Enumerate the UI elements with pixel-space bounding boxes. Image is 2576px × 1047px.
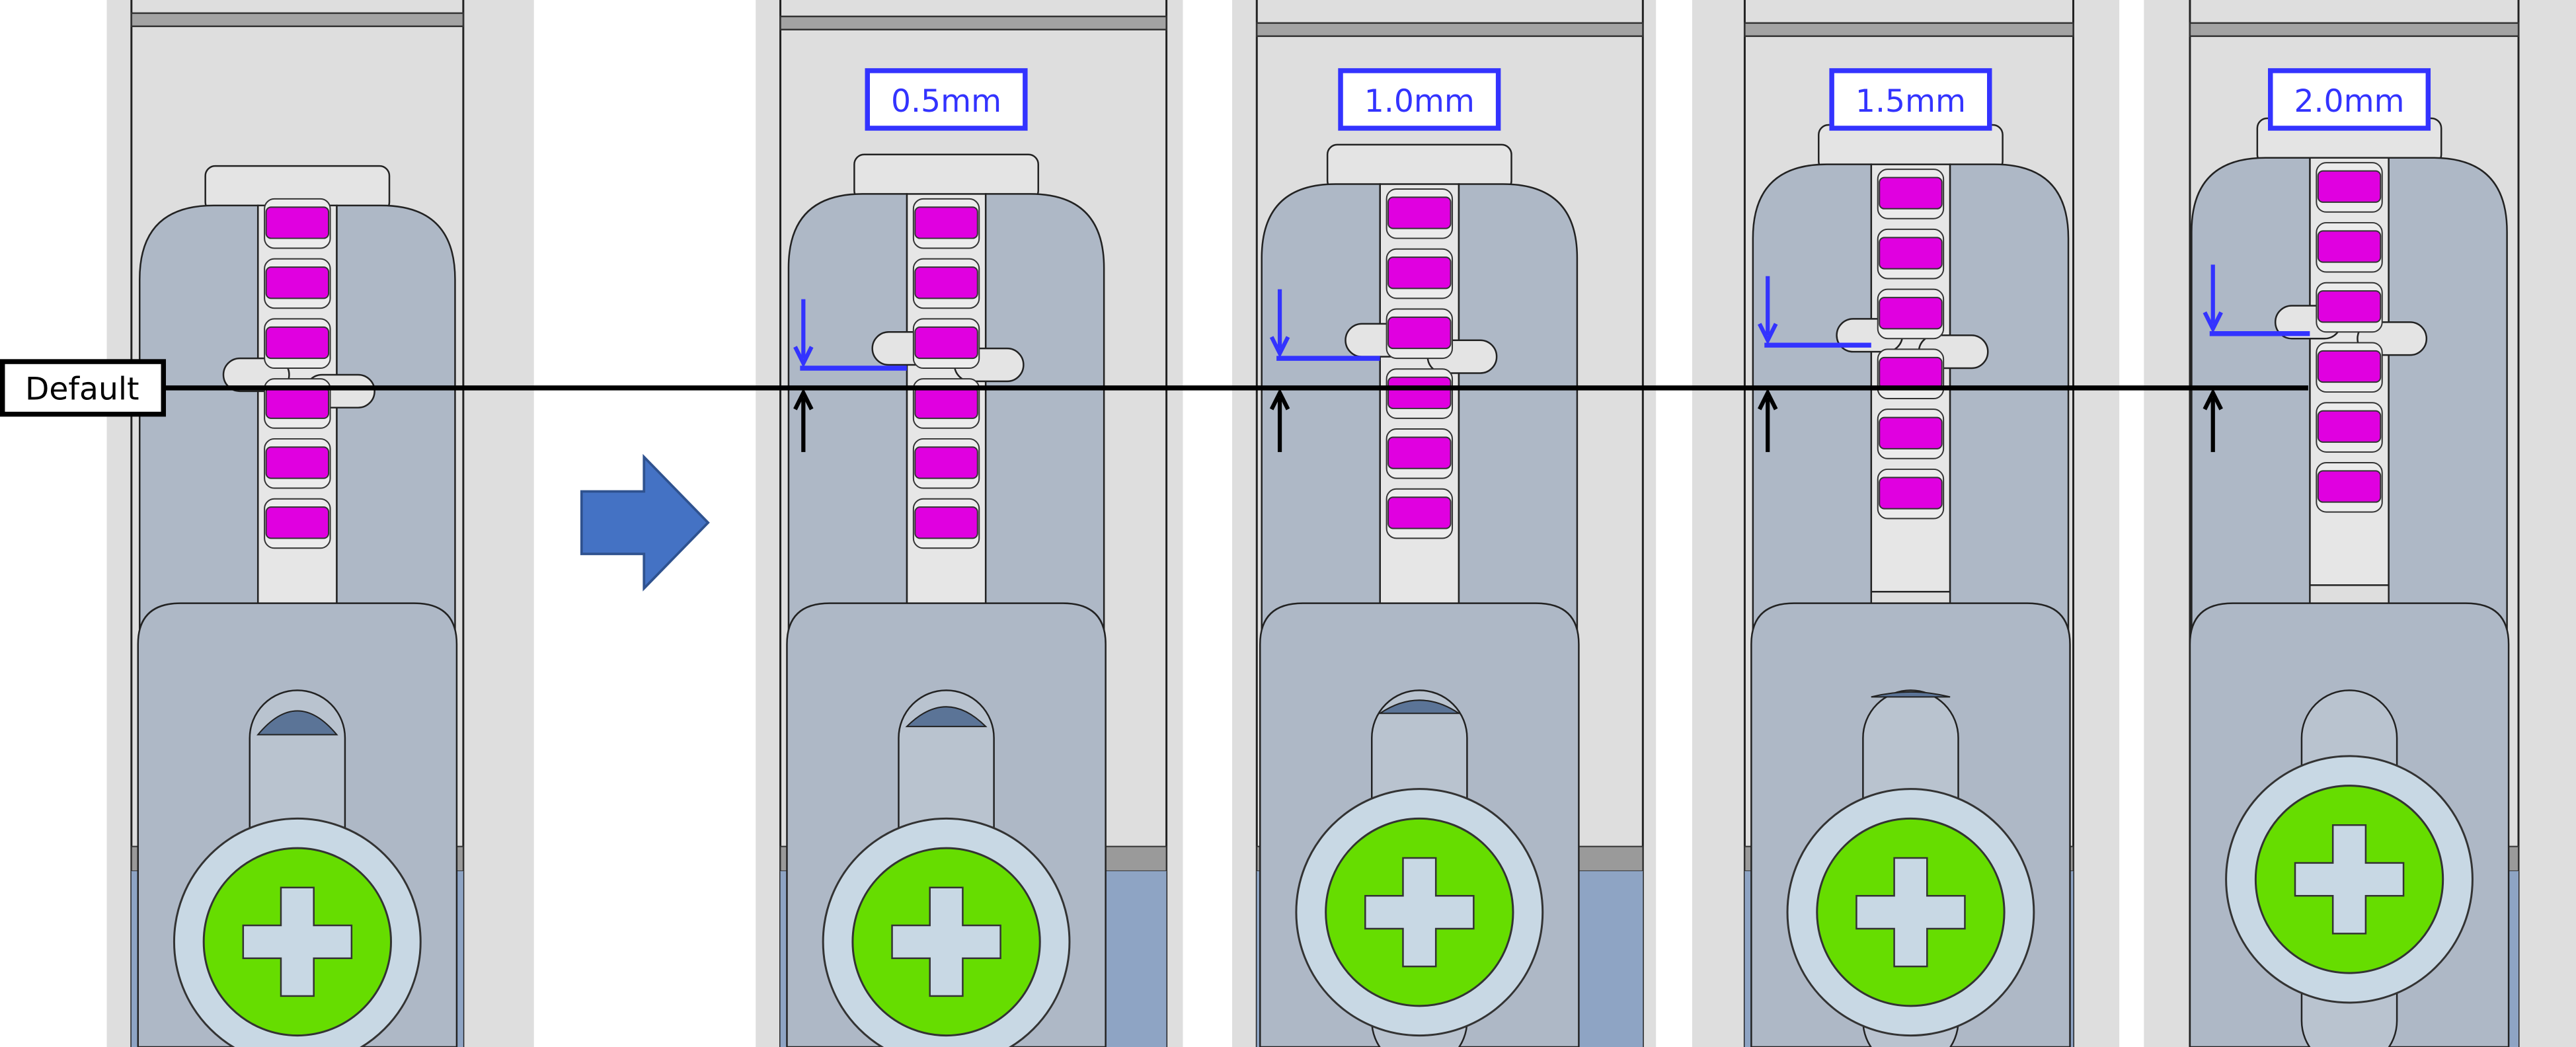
magenta-pad — [2317, 230, 2382, 263]
magenta-pad — [1387, 436, 1452, 469]
magenta-pad — [1879, 237, 1943, 270]
magenta-pad — [1387, 316, 1452, 350]
magenta-pad — [2317, 350, 2382, 383]
magenta-pad — [265, 446, 330, 479]
adjustment-panel-1: 0.5mm — [756, 0, 1183, 1047]
magenta-pad — [1879, 477, 1943, 510]
blue-arrowhead — [793, 346, 814, 368]
offset-label-box: 2.0mm — [2268, 68, 2431, 131]
adjustment-panel-0 — [106, 0, 534, 1047]
magenta-pad — [914, 326, 978, 360]
offset-label: 2.0mm — [2294, 83, 2404, 120]
offset-label-frame — [865, 68, 1028, 131]
offset-label-frame — [2268, 68, 2431, 131]
black-arrowhead — [793, 388, 814, 410]
magenta-pad — [1879, 416, 1943, 449]
blue-arrowhead — [1269, 336, 1290, 358]
magenta-pad — [265, 266, 330, 299]
magenta-pad — [914, 206, 978, 239]
top-band — [1256, 22, 1644, 37]
offset-label-box: 1.0mm — [1338, 68, 1501, 131]
magenta-pad — [914, 446, 978, 479]
magenta-pad — [1879, 176, 1943, 210]
magenta-pad — [1879, 356, 1943, 390]
top-band — [1744, 22, 2074, 37]
phillips-cross-icon — [242, 886, 353, 997]
phillips-cross-icon — [1855, 857, 1966, 968]
offset-label-frame — [1338, 68, 1501, 131]
black-arrowhead — [1758, 388, 1778, 410]
magenta-pad — [265, 326, 330, 360]
phillips-cross-icon — [1364, 857, 1475, 968]
slot-cap — [256, 710, 338, 736]
offset-label: 0.5mm — [891, 83, 1001, 120]
magenta-pad — [914, 506, 978, 539]
slot-cap — [905, 706, 988, 728]
right-arrow-icon — [580, 453, 710, 592]
offset-label: 1.0mm — [1364, 83, 1475, 120]
magenta-pad — [2317, 470, 2382, 503]
phillips-cross-icon — [891, 886, 1001, 997]
magenta-pad — [1879, 297, 1943, 330]
magenta-pad — [1387, 196, 1452, 229]
offset-label-box: 0.5mm — [865, 68, 1028, 131]
default-label: Default — [25, 371, 139, 407]
magenta-pad — [2317, 410, 2382, 443]
top-band — [2189, 22, 2520, 37]
adjustment-panel-3: 1.5mm — [1692, 0, 2120, 1047]
magenta-pad — [1387, 376, 1452, 409]
blue-arrowhead — [1758, 323, 1778, 345]
magenta-pad — [1387, 256, 1452, 290]
magenta-pad — [914, 266, 978, 299]
magenta-pad — [265, 386, 330, 419]
black-arrowhead — [1269, 388, 1290, 410]
phillips-cross-icon — [2294, 824, 2405, 935]
magenta-pad — [914, 386, 978, 419]
adjustment-panel-4: 2.0mm — [2144, 0, 2576, 1047]
slot-cap — [1871, 691, 1951, 698]
offset-label-frame — [1829, 68, 1992, 131]
magenta-pad — [2317, 290, 2382, 323]
blue-arrowhead — [2203, 311, 2223, 334]
magenta-pad — [2317, 170, 2382, 203]
offset-label-box: 1.5mm — [1829, 68, 1992, 131]
magenta-pad — [1387, 496, 1452, 529]
top-band — [779, 15, 1167, 31]
magenta-pad — [265, 506, 330, 539]
slot-cap — [1378, 699, 1462, 715]
black-arrowhead — [2203, 388, 2223, 410]
magenta-pad — [265, 206, 330, 239]
default-label-box: Default — [0, 359, 167, 417]
offset-label: 1.5mm — [1855, 83, 1966, 120]
adjustment-panel-2: 1.0mm — [1231, 0, 1657, 1047]
top-band — [130, 12, 465, 28]
